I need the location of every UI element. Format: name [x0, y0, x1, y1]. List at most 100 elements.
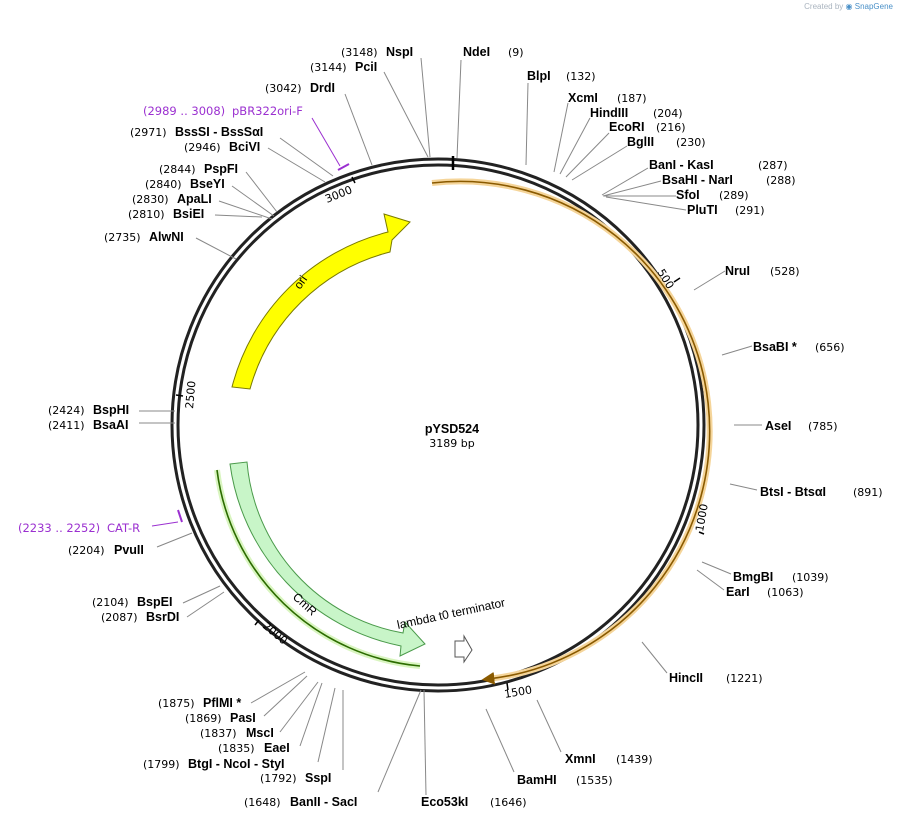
svg-text:(216): (216) — [656, 121, 686, 134]
green-feature-arc — [216, 469, 421, 667]
ori-label: ori — [291, 273, 310, 292]
snapgene-logo-icon: ◉ — [845, 2, 853, 11]
svg-text:(1439): (1439) — [616, 753, 653, 766]
site-hincii: HincII (1221) — [641, 641, 763, 685]
primer-pbr322ori-f: (2989 .. 3008) pBR322ori-F — [143, 104, 350, 171]
svg-text:XcmI: XcmI — [568, 91, 598, 105]
svg-text:(1535): (1535) — [576, 774, 613, 787]
svg-text:BglII: BglII — [627, 135, 654, 149]
site-btgi: (1799) BtgI - NcoI - StyI — [143, 687, 336, 771]
svg-text:(230): (230) — [676, 136, 706, 149]
site-alwni: (2735) AlwNI — [104, 230, 237, 260]
svg-text:(289): (289) — [719, 189, 749, 202]
svg-text:EaeI: EaeI — [264, 741, 290, 755]
app-name: SnapGene — [854, 2, 893, 11]
svg-text:(656): (656) — [815, 341, 845, 354]
svg-text:(528): (528) — [770, 265, 800, 278]
site-bglii: BglII (230) — [571, 135, 706, 181]
svg-text:MscI: MscI — [246, 726, 274, 740]
primer-cat-r: (2233 .. 2252) CAT-R — [18, 509, 183, 535]
svg-text:BspHI: BspHI — [93, 403, 129, 417]
svg-text:(2810): (2810) — [128, 208, 165, 221]
cmr-feature — [229, 461, 426, 657]
svg-text:(1835): (1835) — [218, 742, 255, 755]
site-eaei: (1835) EaeI — [218, 682, 323, 755]
svg-text:EarI: EarI — [726, 585, 750, 599]
site-apali: (2830) ApaLI — [132, 192, 273, 220]
svg-text:AlwNI: AlwNI — [149, 230, 184, 244]
svg-text:(288): (288) — [766, 174, 796, 187]
svg-text:(1646): (1646) — [490, 796, 527, 809]
site-pspfi: (2844) PspFI — [159, 162, 278, 213]
svg-text:PvuII: PvuII — [114, 543, 144, 557]
svg-text:(2087): (2087) — [101, 611, 138, 624]
svg-text:(1875): (1875) — [158, 697, 195, 710]
svg-text:(287): (287) — [758, 159, 788, 172]
svg-text:HindIII: HindIII — [590, 106, 628, 120]
tick-label-1000: 1000 — [693, 503, 711, 533]
svg-text:(132): (132) — [566, 70, 596, 83]
svg-text:(1039): (1039) — [792, 571, 829, 584]
site-drdi: (3042) DrdI — [265, 81, 373, 166]
svg-text:PspFI: PspFI — [204, 162, 238, 176]
site-bsphi: (2424) BspHI — [48, 403, 175, 417]
svg-text:(785): (785) — [808, 420, 838, 433]
site-bsabi: BsaBI * (656) — [721, 340, 845, 356]
svg-text:(1837): (1837) — [200, 727, 237, 740]
site-xcmi: XcmI (187) — [553, 91, 647, 173]
svg-text:BanII - SacI: BanII - SacI — [290, 795, 357, 809]
svg-text:(1221): (1221) — [726, 672, 763, 685]
svg-text:(2946): (2946) — [184, 141, 221, 154]
svg-text:SspI: SspI — [305, 771, 331, 785]
site-bsahi: BsaHI - NarI (288) — [602, 173, 796, 197]
svg-text:(3144): (3144) — [310, 61, 347, 74]
site-nrui: NruI (528) — [693, 264, 800, 291]
ori-feature — [231, 213, 411, 390]
site-ecori: EcoRI (216) — [565, 120, 686, 178]
svg-text:(2411): (2411) — [48, 419, 85, 432]
site-pluti: PluTI (291) — [605, 196, 765, 217]
svg-text:BssSI - BssSαI: BssSI - BssSαI — [175, 125, 263, 139]
site-pvuii: (2204) PvuII — [68, 532, 193, 557]
svg-text:BsrDI: BsrDI — [146, 610, 179, 624]
svg-text:(291): (291) — [735, 204, 765, 217]
svg-text:(3148): (3148) — [341, 46, 378, 59]
svg-text:BanI - KasI: BanI - KasI — [649, 158, 714, 172]
site-btsi: BtsI - BtsαI (891) — [729, 483, 883, 499]
site-msci: (1837) MscI — [200, 681, 319, 740]
svg-text:(1648): (1648) — [244, 796, 281, 809]
site-eco53ki: Eco53kI (1646) — [421, 689, 527, 809]
svg-text:BsiEI: BsiEI — [173, 207, 204, 221]
svg-text:NruI: NruI — [725, 264, 750, 278]
svg-text:BsaAI: BsaAI — [93, 418, 128, 432]
site-sfoi: SfoI (289) — [604, 188, 749, 202]
svg-text:XmnI: XmnI — [565, 752, 596, 766]
site-hindiii: HindIII (204) — [559, 106, 683, 175]
site-pcii: (3144) PciI — [310, 60, 429, 158]
site-pflmi: (1875) PflMI * — [158, 671, 306, 710]
site-sspi: (1792) SspI — [260, 690, 344, 785]
backbone-outer — [170, 157, 706, 693]
svg-text:Eco53kI: Eco53kI — [421, 795, 468, 809]
tick-label-3000: 3000 — [323, 183, 354, 206]
svg-text:(1063): (1063) — [767, 586, 804, 599]
site-blpi: BlpI (132) — [525, 69, 596, 166]
svg-text:(3042): (3042) — [265, 82, 302, 95]
primer-range: (2989 .. 3008) — [143, 104, 225, 118]
svg-text:(891): (891) — [853, 486, 883, 499]
svg-text:BtsI - BtsαI: BtsI - BtsαI — [760, 485, 826, 499]
svg-text:(2971): (2971) — [130, 126, 167, 139]
tick-marks — [175, 176, 705, 691]
primer-name: CAT-R — [107, 521, 140, 535]
backbone-inner — [176, 163, 700, 687]
svg-text:PciI: PciI — [355, 60, 377, 74]
svg-text:EcoRI: EcoRI — [609, 120, 644, 134]
svg-text:BlpI: BlpI — [527, 69, 551, 83]
svg-text:(2104): (2104) — [92, 596, 129, 609]
svg-text:DrdI: DrdI — [310, 81, 335, 95]
site-bsiei: (2810) BsiEI — [128, 207, 263, 221]
svg-text:(204): (204) — [653, 107, 683, 120]
site-ndei: NdeI (9) — [456, 45, 524, 159]
site-xmni: XmnI (1439) — [536, 699, 653, 766]
